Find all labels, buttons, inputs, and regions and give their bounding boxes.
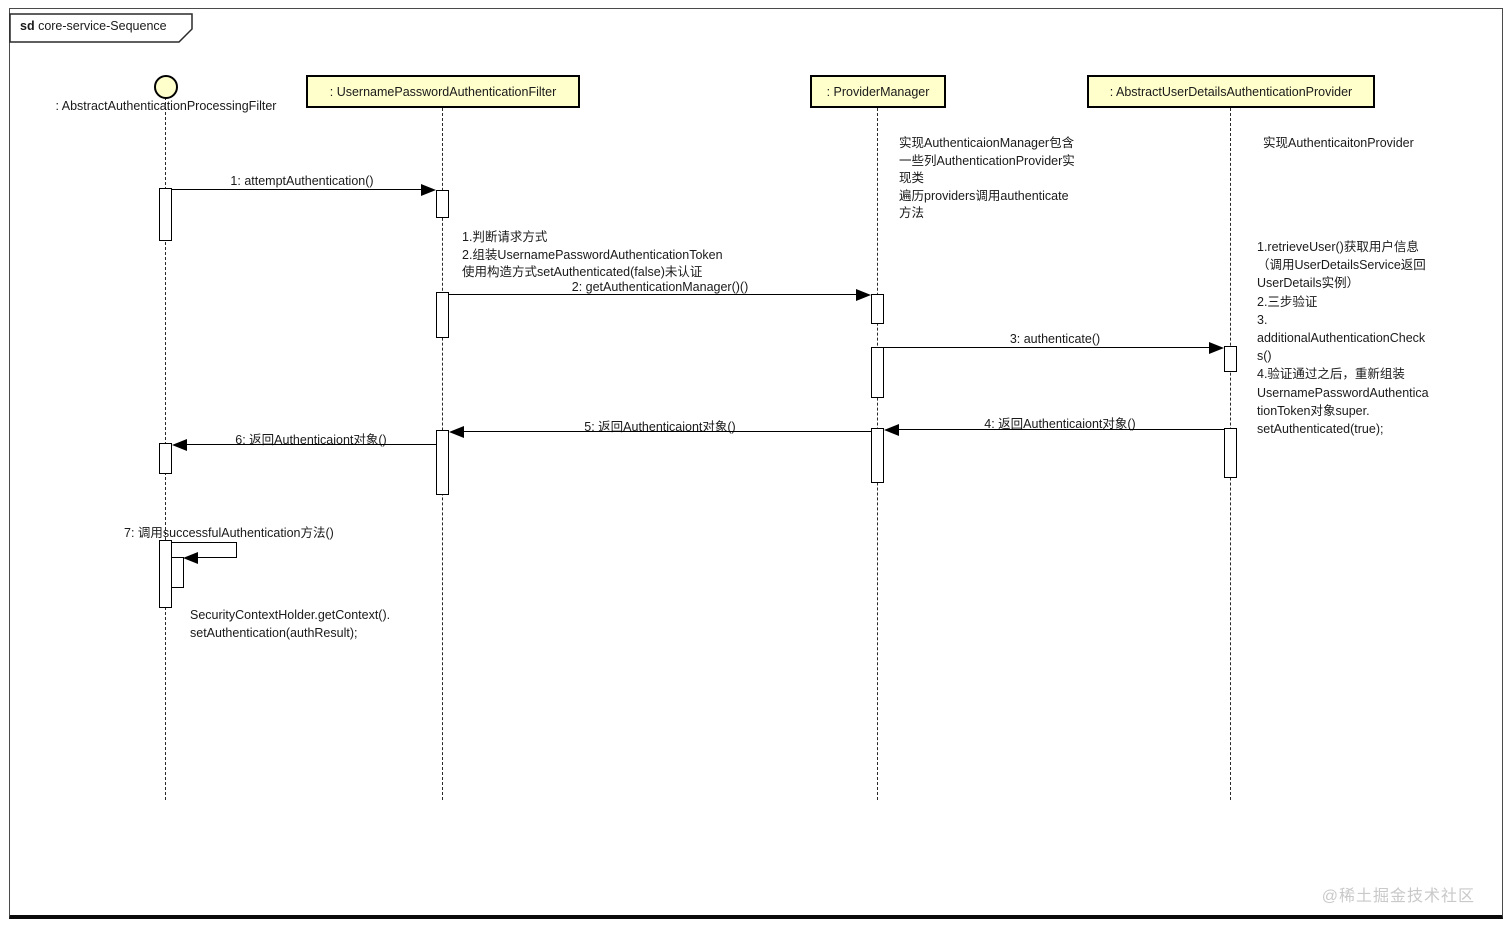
message-line-6 xyxy=(186,444,436,445)
activation-bar xyxy=(1224,346,1237,372)
activation-bar xyxy=(159,443,172,474)
activation-bar xyxy=(871,294,884,324)
arrowhead-right-icon xyxy=(421,184,436,196)
self-message-line-right xyxy=(236,542,237,558)
diagram-frame xyxy=(9,8,1503,919)
arrowhead-left-icon xyxy=(183,552,198,564)
message-label-5: 5: 返回Authenticaiont对象() xyxy=(584,420,736,434)
watermark: @稀土掘金技术社区 xyxy=(1321,888,1475,905)
activation-bar-nested xyxy=(171,557,184,588)
title-tab-shape xyxy=(9,13,193,43)
note-provider-manager: 实现AuthenticaionManager包含 一些列Authenticati… xyxy=(899,136,1075,221)
lifeline-head-abstract-authentication-processing-filter: : AbstractAuthenticationProcessingFilter xyxy=(55,99,277,113)
lifeline-head-provider-manager: : ProviderManager xyxy=(810,75,946,108)
message-line-4 xyxy=(898,429,1224,430)
message-label-6: 6: 返回Authenticaiont对象() xyxy=(235,433,387,447)
activation-bar xyxy=(1224,428,1237,478)
note-security-context: SecurityContextHolder.getContext(). setA… xyxy=(190,608,391,640)
arrowhead-left-icon xyxy=(172,439,187,451)
note-auth-provider-steps: 1.retrieveUser()获取用户信息 （调用UserDetailsSer… xyxy=(1257,240,1429,437)
actor-circle-icon xyxy=(154,75,178,99)
message-line-2 xyxy=(449,294,858,295)
arrowhead-right-icon xyxy=(856,289,871,301)
lifeline-head-abstract-user-details-authentication-provider: : AbstractUserDetailsAuthenticationProvi… xyxy=(1087,75,1375,108)
title-keyword: sd xyxy=(20,19,35,33)
message-label-7: 7: 调用successfulAuthentication方法() xyxy=(124,526,334,540)
activation-bar xyxy=(436,430,449,495)
activation-bar xyxy=(436,190,449,218)
message-label-3: 3: authenticate() xyxy=(1009,332,1101,346)
title-name: core-service-Sequence xyxy=(34,19,167,33)
activation-bar xyxy=(436,292,449,338)
note-filter-steps: 1.判断请求方式 2.组装UsernamePasswordAuthenticat… xyxy=(462,230,723,280)
message-line-5 xyxy=(463,431,871,432)
message-label-1: 1: attemptAuthentication() xyxy=(230,174,374,188)
activation-bar xyxy=(871,347,884,398)
arrowhead-right-icon xyxy=(1209,342,1224,354)
message-line-3 xyxy=(884,347,1211,348)
arrowhead-left-icon xyxy=(884,424,899,436)
message-line-1 xyxy=(172,189,424,190)
self-message-line-bottom xyxy=(197,557,237,558)
diagram-title: sd core-service-Sequence xyxy=(20,19,167,33)
message-label-4: 4: 返回Authenticaiont对象() xyxy=(984,417,1136,431)
arrowhead-left-icon xyxy=(449,426,464,438)
note-auth-provider-title: 实现AuthenticaitonProvider xyxy=(1263,136,1414,150)
activation-bar xyxy=(159,188,172,241)
self-message-line-top xyxy=(172,542,237,543)
lifeline-head-username-password-authentication-filter: : UsernamePasswordAuthenticationFilter xyxy=(306,75,580,108)
activation-bar xyxy=(871,428,884,483)
message-label-2: 2: getAuthenticationManager()() xyxy=(571,280,749,294)
